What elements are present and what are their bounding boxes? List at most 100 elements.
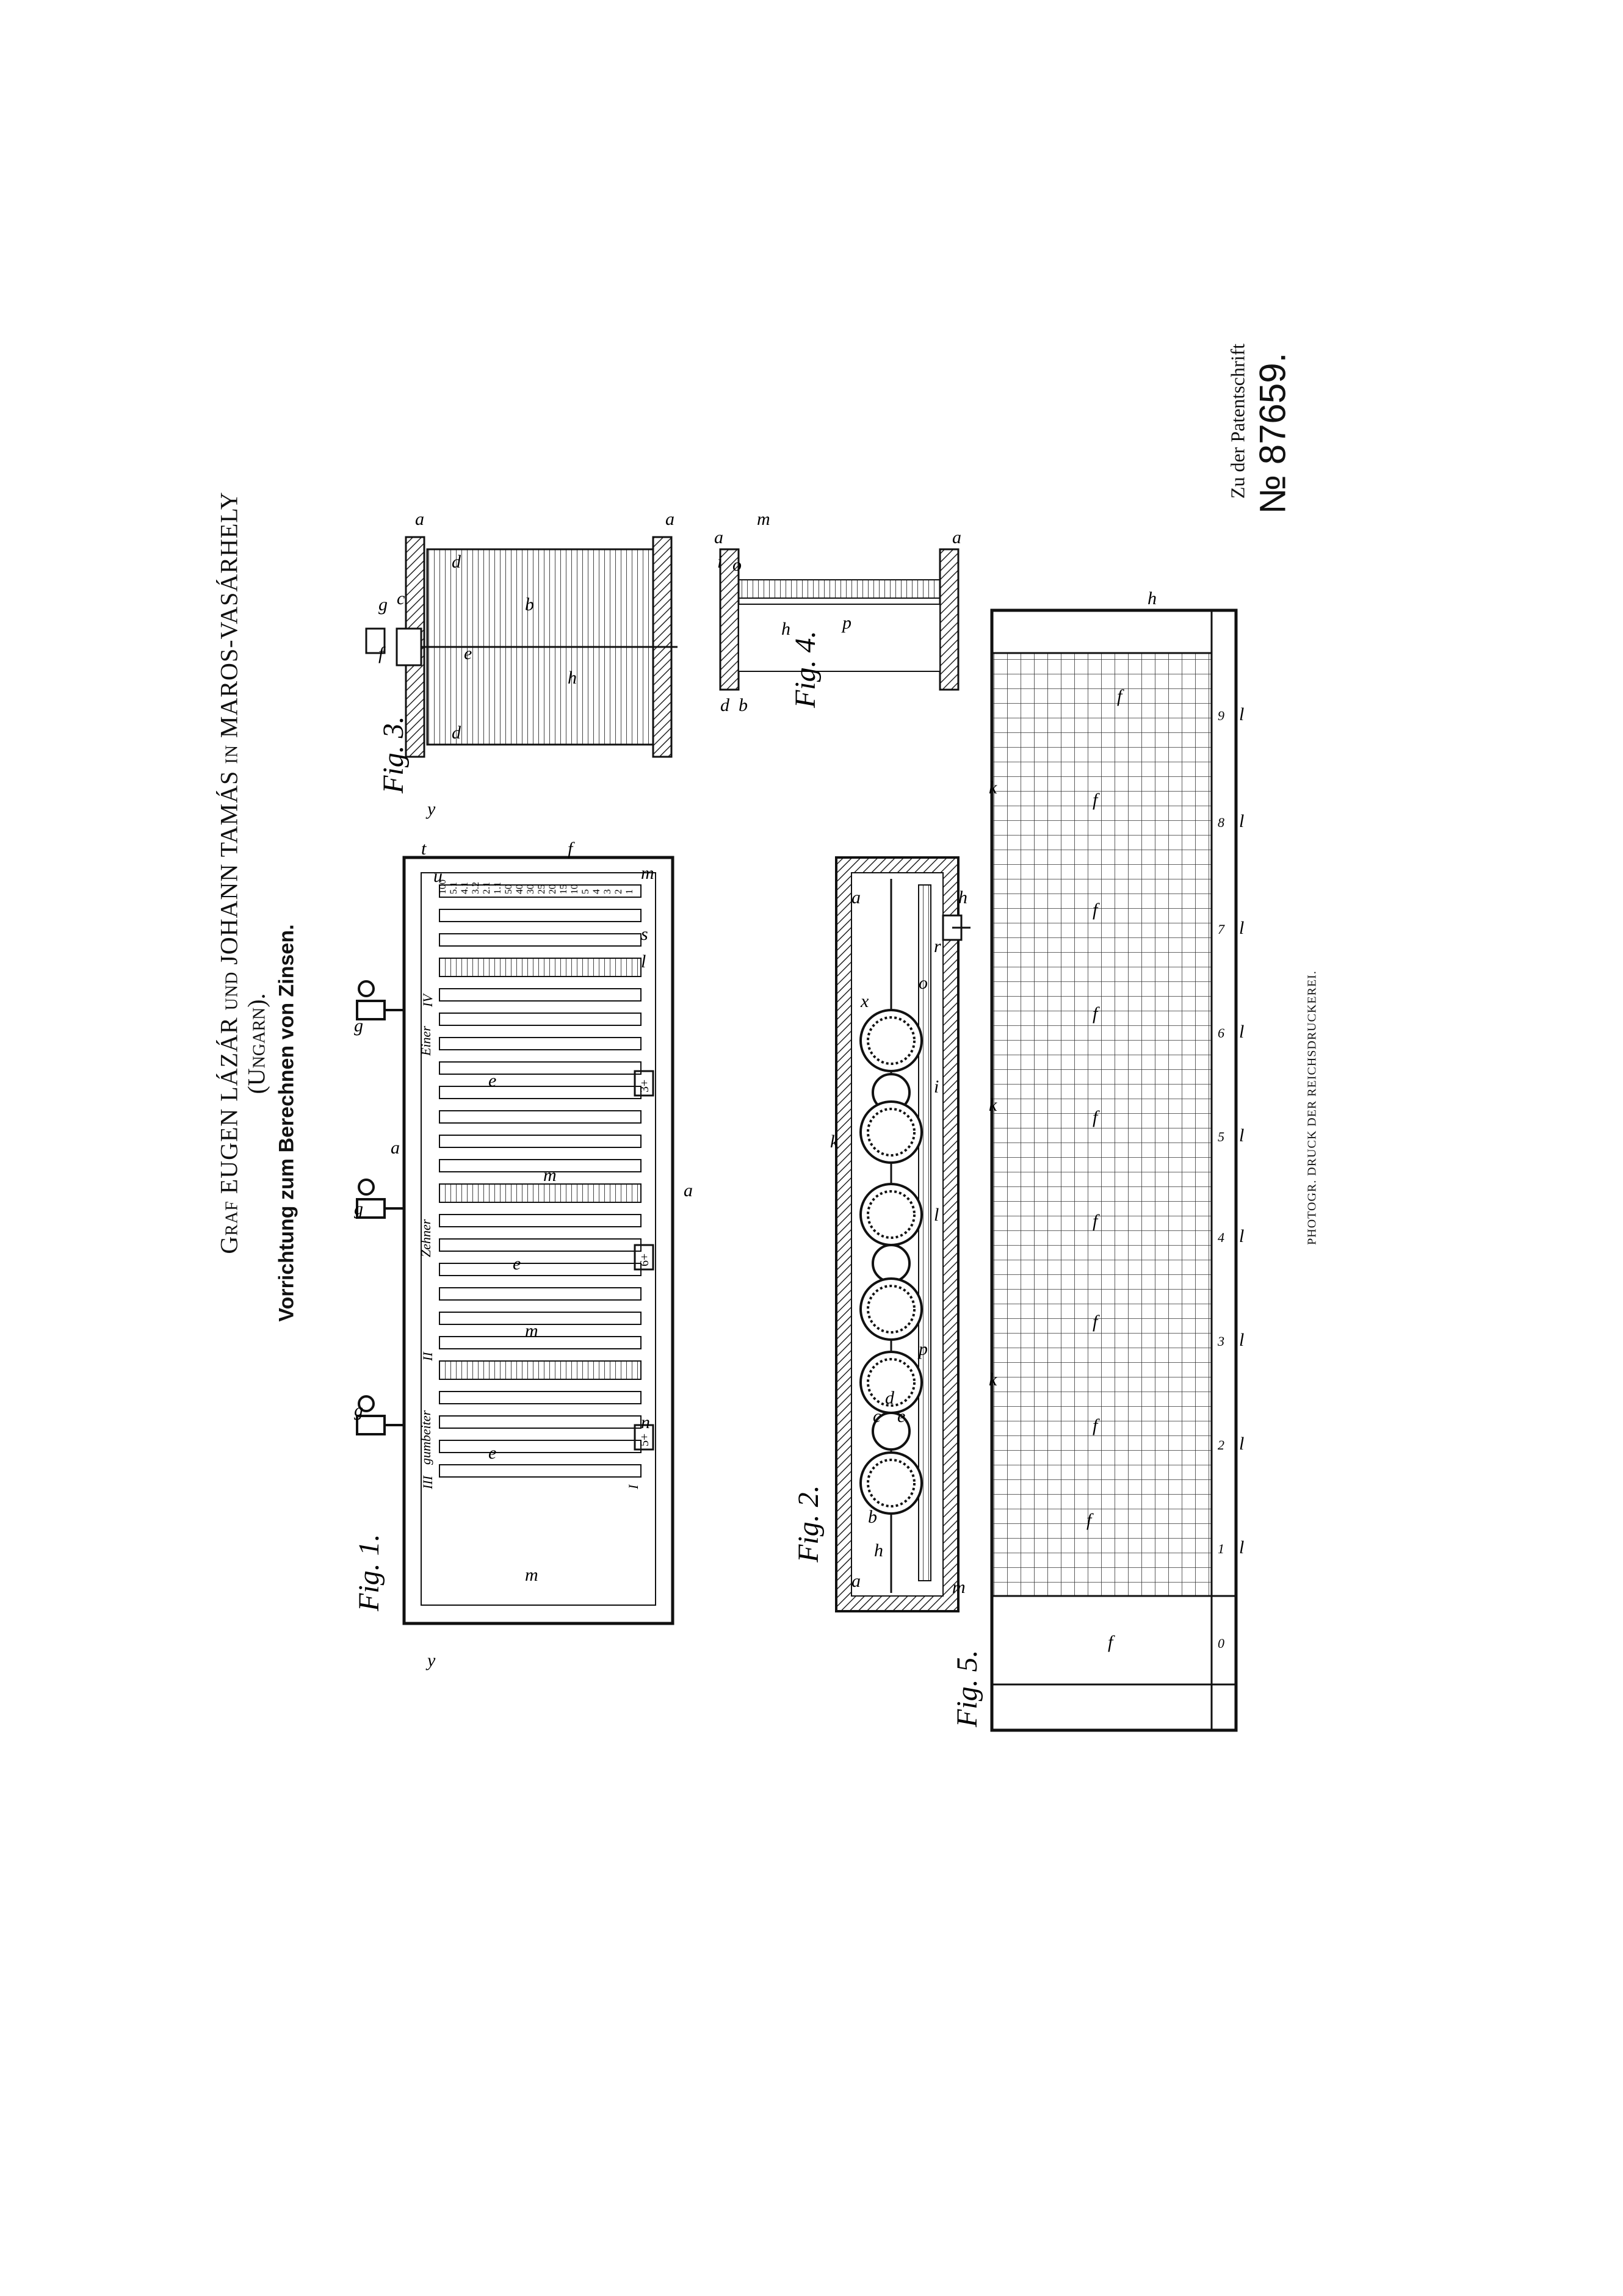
fig5-label-l9: l bbox=[1239, 704, 1244, 724]
fig3-label-d: d bbox=[452, 552, 461, 572]
fig2-label-i: i bbox=[934, 1077, 939, 1097]
fig3-label-e: e bbox=[464, 643, 472, 663]
fig1-label-s: s bbox=[641, 924, 648, 944]
fig2-label-h2: h bbox=[958, 887, 967, 908]
fig2-gears bbox=[859, 1009, 923, 1515]
fig1-box-6-label: 6+ bbox=[638, 1254, 651, 1266]
fig1-rate: 15 bbox=[558, 884, 569, 894]
figure-4: a a d b h i m o p Fig. 4. bbox=[714, 509, 961, 715]
fig2-label-l: l bbox=[934, 1205, 939, 1225]
fig1-label-y: y bbox=[425, 799, 436, 819]
fig2-label-a2: a bbox=[851, 1571, 861, 1591]
fig1-rate-column: 100 5.1 4.1 3.2 2.1 1.1 50 40 30 25 20 1… bbox=[438, 879, 635, 894]
fig4-label-b: b bbox=[739, 695, 748, 715]
fig1-rate: 30 bbox=[526, 884, 536, 894]
fig2-label-d: d bbox=[885, 1388, 895, 1408]
fig4-bottom-wall bbox=[939, 548, 960, 691]
fig1-label-g: g bbox=[354, 1400, 363, 1420]
fig5-label-l3: l bbox=[1239, 1330, 1244, 1350]
fig1-roman-i: I bbox=[626, 1484, 641, 1490]
fig4-label-d: d bbox=[720, 695, 730, 715]
fig3-knob bbox=[365, 627, 386, 654]
fig2-label-b: b bbox=[868, 1507, 877, 1527]
fig1-label-l: l bbox=[641, 951, 646, 972]
fig5-label-l1: l bbox=[1239, 1537, 1244, 1558]
fig5-scale-8: 8 bbox=[1218, 815, 1224, 830]
fig4-strip bbox=[738, 579, 941, 599]
fig4-title: Fig. 4. bbox=[789, 630, 822, 709]
fig4-label-a2: a bbox=[952, 527, 961, 547]
fig2-label-p: p bbox=[917, 1339, 928, 1359]
fig1-rate: 20 bbox=[548, 884, 558, 894]
fig1-col-gumbeiter: gumbeiter bbox=[418, 1410, 433, 1465]
fig1-label-n: n bbox=[641, 1412, 650, 1432]
fig1-label-y2: y bbox=[425, 1650, 436, 1670]
fig2-label-m: m bbox=[952, 1577, 966, 1597]
figure-3: a a c d d e f g h b Fig. 3. bbox=[365, 509, 678, 794]
fig4-label-h: h bbox=[781, 619, 790, 639]
fig5-scale-0: 0 bbox=[1218, 1636, 1224, 1651]
fig2-title: Fig. 2. bbox=[792, 1485, 825, 1563]
fig4-label-m: m bbox=[757, 509, 770, 529]
fig2-label-o: o bbox=[919, 973, 928, 993]
fig1-label-g2: g bbox=[354, 1199, 363, 1219]
fig3-label-d2: d bbox=[452, 723, 461, 743]
fig3-handle bbox=[396, 627, 422, 666]
fig1-rate: 3 bbox=[602, 889, 613, 894]
fig1-label-m4: m bbox=[525, 1321, 538, 1341]
fig5-scale-9: 9 bbox=[1218, 708, 1224, 723]
fig5-scale-6: 6 bbox=[1218, 1025, 1224, 1041]
fig5-label-k3: k bbox=[989, 1370, 997, 1390]
fig1-box-5-label: 5+ bbox=[638, 1434, 651, 1446]
fig5-scale-7: 7 bbox=[1218, 922, 1225, 937]
fig5-title: Fig. 5. bbox=[951, 1650, 983, 1728]
fig5-label-l8: l bbox=[1239, 811, 1244, 831]
fig5-label-l2: l bbox=[1239, 1434, 1244, 1454]
fig1-rate: 2.1 bbox=[482, 882, 492, 894]
fig1-label-m3: m bbox=[543, 1165, 557, 1185]
fig5-label-l7: l bbox=[1239, 918, 1244, 938]
fig1-rate: 10 bbox=[569, 884, 580, 894]
fig4-label-o: o bbox=[732, 555, 742, 575]
fig4-letter-labels: a a d b h i m o p bbox=[714, 509, 961, 715]
fig5-scale-numbers: 0 1 2 3 4 5 6 7 8 9 bbox=[1217, 708, 1225, 1651]
fig1-col-einer: Einer bbox=[418, 1026, 433, 1056]
fig1-box-3-label: 3+ bbox=[638, 1080, 651, 1092]
fig5-label-k2: k bbox=[989, 1095, 997, 1115]
fig3-label-a: a bbox=[415, 509, 424, 529]
fig1-rate: 40 bbox=[515, 884, 525, 894]
fig1-col-zehner: Zehner bbox=[418, 1219, 433, 1257]
fig1-label-t: t bbox=[421, 839, 427, 859]
fig1-crank-handles bbox=[356, 980, 404, 1435]
fig2-label-x: x bbox=[860, 991, 869, 1011]
fig1-label-f: f bbox=[568, 839, 575, 859]
fig1-label-m: m bbox=[641, 863, 654, 883]
figure-2: a a b h h k x d c e p l i r o m Fig. 2. bbox=[792, 856, 971, 1612]
fig1-label-e: e bbox=[488, 1070, 496, 1091]
fig1-rate: 4.1 bbox=[460, 882, 470, 894]
fig3-title: Fig. 3. bbox=[377, 716, 410, 794]
fig1-rate: 100 bbox=[438, 879, 448, 894]
fig1-rate: 1 bbox=[624, 889, 635, 894]
fig4-label-p: p bbox=[841, 613, 851, 633]
fig1-slats bbox=[439, 884, 642, 1478]
figure-5: 0 1 2 3 4 5 6 7 8 9 f f f f f f f f f f … bbox=[951, 588, 1244, 1732]
fig1-rate: 50 bbox=[504, 884, 514, 894]
fig1-label-e3: e bbox=[488, 1443, 496, 1463]
fig3-label-g: g bbox=[378, 594, 388, 615]
fig5-scale-2: 2 bbox=[1218, 1437, 1224, 1453]
fig1-outer-frame bbox=[402, 856, 674, 1625]
fig3-label-b: b bbox=[525, 594, 534, 615]
fig1-rate: 2 bbox=[613, 889, 624, 894]
fig1-rate: 25 bbox=[537, 884, 547, 894]
fig5-scale-4: 4 bbox=[1218, 1230, 1224, 1245]
fig3-label-c: c bbox=[397, 588, 405, 608]
fig5-grid bbox=[991, 652, 1213, 1597]
fig5-label-h: h bbox=[1148, 588, 1157, 608]
fig5-scale-3: 3 bbox=[1217, 1334, 1224, 1349]
fig2-rail bbox=[918, 884, 931, 1581]
fig4-label-i: i bbox=[717, 552, 722, 572]
fig2-label-r: r bbox=[934, 936, 941, 956]
fig5-label-l4: l bbox=[1239, 1226, 1244, 1246]
